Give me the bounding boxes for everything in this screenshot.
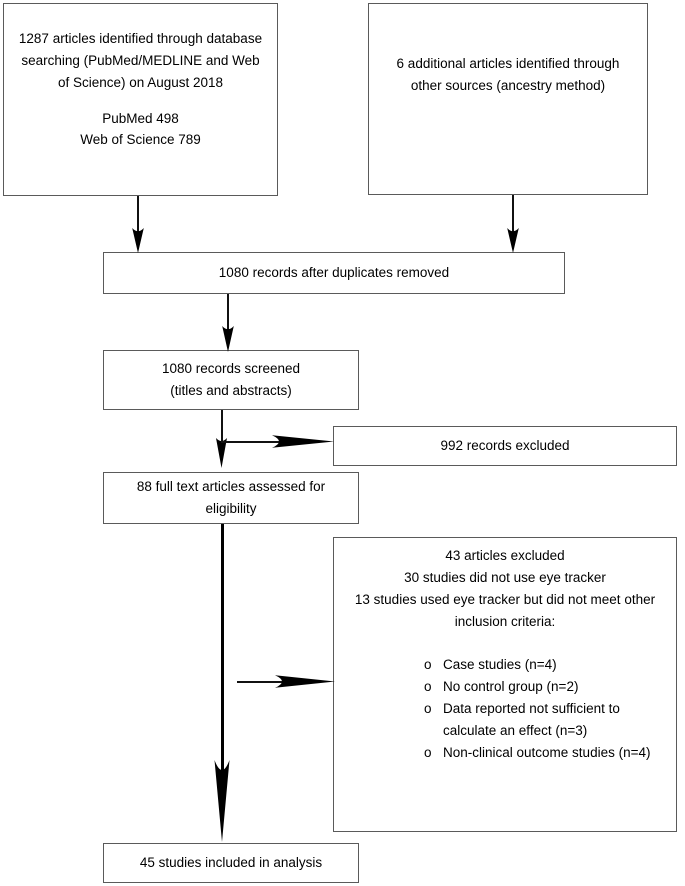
box-records-screened: 1080 records screened (titles and abstra…	[103, 350, 359, 410]
fulltext-assessed-line-1: 88 full text articles assessed for	[136, 479, 326, 495]
articles-excluded-bullet-list: o Case studies (n=4) o No control group (n…	[340, 654, 670, 763]
connector-screened-to-records-excluded	[221, 441, 313, 443]
arrow-fulltext-to-included-icon	[213, 760, 231, 842]
list-item: o Case studies (n=4)	[424, 654, 670, 676]
list-item-label: Data reported not sufficient to	[443, 701, 620, 717]
db-search-line-1: 1287 articles identified through databas…	[18, 31, 263, 46]
articles-excluded-heading-4: inclusion criteria:	[454, 613, 556, 629]
db-search-count-webofscience: Web of Science 789	[80, 132, 201, 148]
records-screened-line-2: (titles and abstracts)	[170, 383, 292, 398]
box-other-sources: 6 additional articles identified through…	[368, 3, 648, 195]
arrow-other-sources-to-duplicates-icon	[506, 228, 520, 253]
connector-other-sources-to-duplicates	[512, 195, 514, 232]
articles-excluded-heading-2: 30 studies did not use eye tracker	[404, 569, 606, 585]
studies-included-label: 45 studies included in analysis	[139, 855, 323, 871]
db-search-count-pubmed: PubMed 498	[102, 110, 179, 126]
connector-db-search-to-duplicates	[137, 196, 139, 232]
arrow-screened-to-records-excluded-icon	[272, 433, 334, 450]
box-records-excluded: 992 records excluded	[333, 426, 677, 466]
bullet-marker-icon: o	[424, 744, 432, 760]
box-studies-included: 45 studies included in analysis	[103, 843, 359, 883]
records-excluded-label: 992 records excluded	[440, 438, 570, 454]
other-sources-line-2: other sources (ancestry method)	[410, 77, 606, 93]
box-database-search: 1287 articles identified through databas…	[3, 3, 278, 196]
list-item-label: Non-clinical outcome studies (n=4)	[443, 744, 651, 760]
duplicates-removed-label: 1080 records after duplicates removed	[218, 265, 450, 281]
list-item-continuation: calculate an effect (n=3)	[424, 720, 670, 742]
bullet-marker-icon: o	[424, 679, 432, 695]
connector-fulltext-to-included	[221, 524, 224, 774]
fulltext-assessed-line-2: eligibility	[205, 501, 257, 516]
connector-duplicates-to-screened	[227, 294, 229, 332]
arrow-db-search-to-duplicates-icon	[131, 228, 145, 253]
articles-excluded-heading-1: 43 articles excluded	[445, 548, 565, 563]
connector-fulltext-to-articles-excluded	[237, 681, 313, 683]
connector-screened-to-fulltext	[221, 410, 223, 442]
arrow-screened-to-fulltext-icon	[215, 438, 228, 468]
list-item-label: calculate an effect (n=3)	[443, 723, 588, 739]
list-item: o Data reported not sufficient to	[424, 698, 670, 720]
db-search-line-2: searching (PubMed/MEDLINE and Web	[21, 52, 260, 68]
arrow-fulltext-to-articles-excluded-icon	[275, 673, 335, 690]
box-fulltext-assessed: 88 full text articles assessed for eligi…	[103, 472, 359, 524]
db-search-line-3: of Science) on August 2018	[57, 74, 224, 90]
records-screened-line-1: 1080 records screened	[161, 361, 301, 377]
arrow-duplicates-to-screened-icon	[221, 326, 235, 352]
list-item-label: Case studies (n=4)	[443, 657, 557, 673]
articles-excluded-heading-3: 13 studies used eye tracker but did not …	[354, 591, 656, 607]
list-item: o No control group (n=2)	[424, 676, 670, 698]
box-articles-excluded: 43 articles excluded 30 studies did not …	[333, 537, 677, 832]
box-duplicates-removed: 1080 records after duplicates removed	[103, 252, 565, 294]
list-item: o Non-clinical outcome studies (n=4)	[424, 742, 670, 764]
other-sources-line-1: 6 additional articles identified through	[396, 56, 620, 71]
bullet-marker-icon: o	[424, 657, 432, 673]
bullet-marker-icon: o	[424, 701, 432, 717]
list-item-label: No control group (n=2)	[443, 679, 579, 695]
